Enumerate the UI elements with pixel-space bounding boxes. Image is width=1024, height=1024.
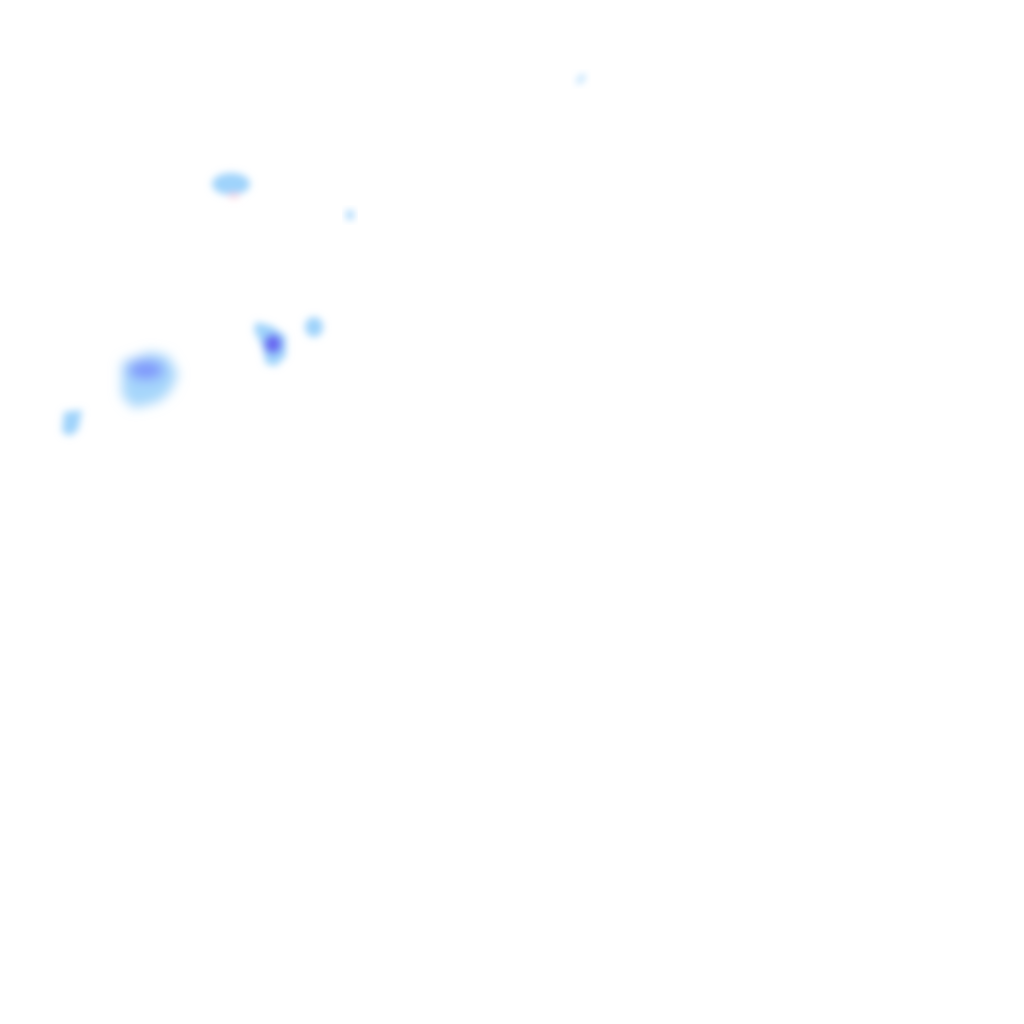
cell-upper-left	[212, 173, 250, 199]
cell-large-left	[122, 352, 178, 408]
cell-far-left	[62, 410, 82, 436]
cell-middle	[254, 322, 286, 366]
cell-north-small	[576, 74, 586, 84]
cell-middle-right	[305, 317, 323, 337]
cell-tiny-center	[346, 210, 354, 220]
